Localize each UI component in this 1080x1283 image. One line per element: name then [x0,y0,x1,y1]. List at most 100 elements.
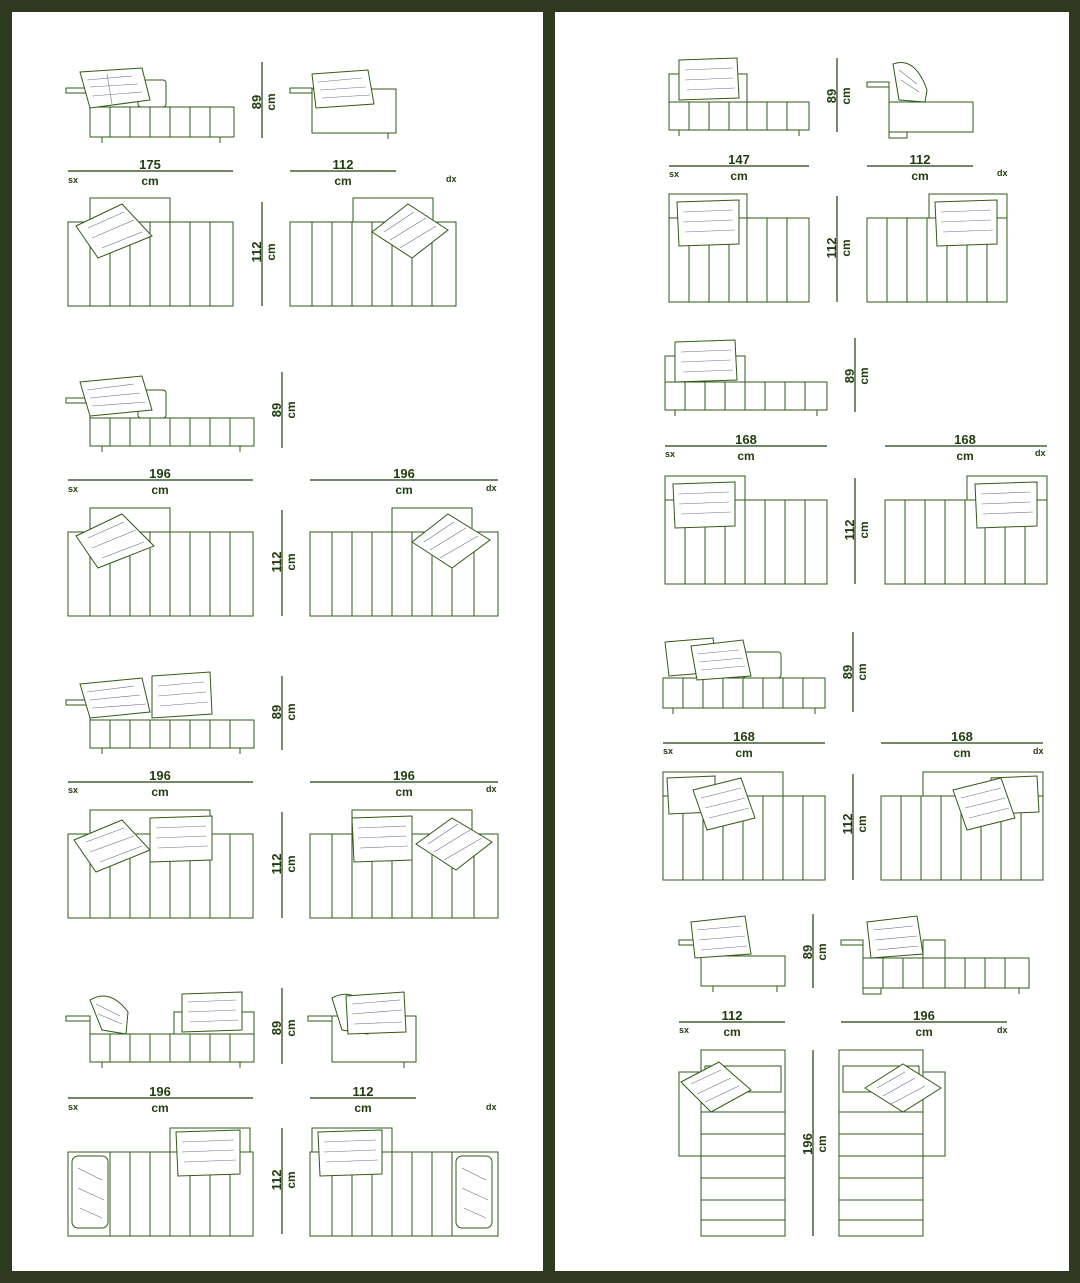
side-label-sx: sx [68,785,78,795]
width-unit: cm [730,169,747,183]
width-value: 196 [149,1084,171,1099]
side-label-dx: dx [446,174,457,184]
height-value: 89 [269,403,284,417]
width-value: 196 [149,768,171,783]
height-unit: cm [284,703,298,720]
sofa-front-view [289,69,397,139]
width-dimension: 112 cm sx [679,1008,785,1039]
side-label-dx: dx [997,168,1008,178]
depth-dimension: 196 cm [800,1050,829,1236]
height-value: 89 [842,369,857,383]
sofa-front-view [65,991,255,1068]
sofa-top-view [309,809,499,919]
right-drawing-panel: 89 cm 112 cm 147 cm sx 112 cm dx [555,12,1069,1271]
sofa-top-view [838,1049,946,1237]
width-dimension: 196 cm dx [841,1008,1008,1039]
width-unit: cm [915,1025,932,1039]
width-value: 112 [722,1008,743,1023]
width-value: 196 [913,1008,935,1023]
depth-value: 112 [842,520,857,541]
sofa-top-view [662,771,826,881]
width-value: 196 [393,768,415,783]
width-unit: cm [151,483,168,497]
side-label-dx: dx [486,784,497,794]
depth-dimension: 112 cm [269,1128,298,1234]
depth-value: 112 [840,814,855,835]
depth-value: 196 [800,1133,815,1155]
height-unit: cm [815,943,829,960]
sofa-front-view [668,57,810,136]
width-value: 147 [728,152,750,167]
depth-unit: cm [284,553,298,570]
sofa-front-view [678,915,786,992]
depth-value: 112 [269,854,284,875]
side-label-dx: dx [1033,746,1044,756]
sofa-top-view [67,197,234,307]
width-value: 168 [951,729,973,744]
height-dimension: 89 cm [269,372,298,448]
width-value: 168 [954,432,976,447]
sofa-top-view [664,475,828,585]
sofa-front-view [664,339,828,416]
height-value: 89 [800,945,815,959]
sofa-top-view [67,1127,254,1237]
width-unit: cm [151,785,168,799]
sofa-top-view [880,771,1044,881]
height-unit: cm [284,401,298,418]
height-dimension: 89 cm [824,58,853,132]
height-dimension: 89 cm [269,988,298,1064]
side-label-sx: sx [68,484,78,494]
width-value: 112 [910,152,931,167]
side-label-sx: sx [68,175,78,185]
depth-dimension: 112 cm [824,196,853,302]
width-unit: cm [911,169,928,183]
height-unit: cm [264,93,278,110]
height-value: 89 [840,665,855,679]
width-unit: cm [956,449,973,463]
width-dimension: 112 cm dx [310,1084,497,1115]
height-dimension: 89 cm [840,632,869,712]
width-dimension: 168 cm dx [885,432,1047,463]
sofa-top-view [866,193,1008,303]
sofa-top-view [668,193,810,303]
width-unit: cm [735,746,752,760]
side-label-dx: dx [997,1025,1008,1035]
width-value: 112 [353,1084,374,1099]
depth-value: 112 [269,552,284,573]
width-unit: cm [395,785,412,799]
sofa-top-view [67,507,254,617]
width-dimension: 196 cm sx [68,1084,253,1115]
sofa-top-view [289,197,457,307]
sofa-front-view [65,67,235,143]
width-dimension: 112 cm dx [290,157,457,188]
width-value: 175 [139,157,161,172]
side-label-dx: dx [1035,448,1046,458]
sofa-top-view [678,1049,786,1237]
depth-unit: cm [839,239,853,256]
depth-unit: cm [284,1171,298,1188]
width-value: 168 [735,432,757,447]
height-unit: cm [855,663,869,680]
width-unit: cm [953,746,970,760]
side-label-sx: sx [68,1102,78,1112]
depth-unit: cm [264,243,278,260]
width-value: 196 [393,466,415,481]
width-unit: cm [354,1101,371,1115]
depth-dimension: 112 cm [249,202,278,306]
depth-dimension: 112 cm [269,812,298,918]
width-dimension: 147 cm sx [669,152,809,183]
side-label-dx: dx [486,483,497,493]
width-dimension: 196 cm dx [310,768,498,799]
depth-unit: cm [815,1135,829,1152]
depth-dimension: 112 cm [842,478,871,584]
height-value: 89 [269,705,284,719]
width-dimension: 112 cm dx [867,152,1008,183]
width-dimension: 196 cm sx [68,466,253,497]
height-unit: cm [284,1019,298,1036]
width-unit: cm [737,449,754,463]
depth-unit: cm [855,815,869,832]
width-dimension: 168 cm sx [663,729,825,760]
width-dimension: 196 cm sx [68,768,253,799]
width-unit: cm [395,483,412,497]
sofa-top-view [884,475,1048,585]
